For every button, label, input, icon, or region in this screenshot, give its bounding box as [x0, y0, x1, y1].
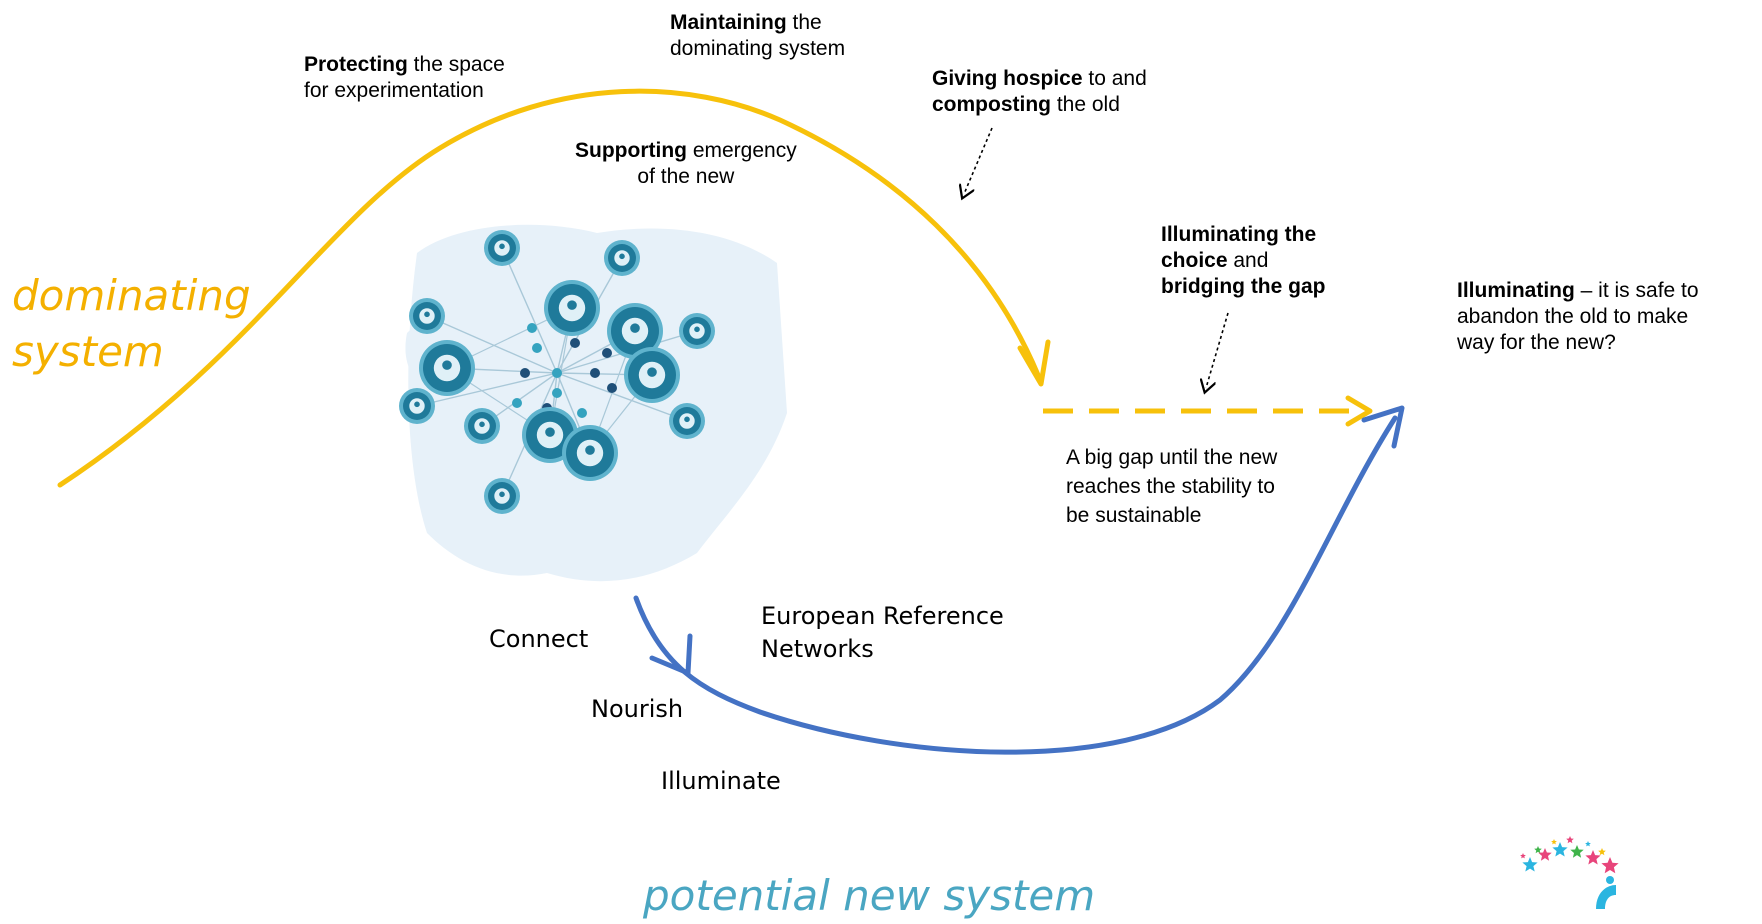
illuminating-safe-line3: way for the new? — [1457, 331, 1616, 354]
illuminating-choice-bold: choice — [1161, 249, 1228, 272]
illuminating-choice-label: Illuminating the choice and bridging the… — [1161, 222, 1325, 300]
network-link — [556, 372, 688, 422]
new-curve-mid-arrowhead — [649, 633, 693, 676]
composting-bold: composting — [932, 93, 1051, 116]
logo-star — [1598, 848, 1606, 856]
hospital-icon — [562, 425, 618, 481]
doctor-icon — [522, 407, 578, 463]
giving-hospice-bold: Giving hospice — [932, 67, 1083, 90]
logo-star — [1585, 850, 1601, 865]
illuminating-safe-label: Illuminating – it is safe to abandon the… — [1457, 278, 1699, 356]
nourish-label: Nourish — [591, 695, 684, 723]
logo-star — [1552, 842, 1568, 857]
protecting-bold: Protecting — [304, 53, 408, 76]
maintaining-label: Maintaining the dominating system — [670, 10, 845, 62]
connect-label: Connect — [489, 625, 589, 653]
hospice-pointer-arrow — [964, 127, 993, 194]
ern-line2: Networks — [761, 635, 874, 663]
network-dot — [577, 408, 587, 418]
illuminate-label: Illuminate — [661, 767, 781, 795]
network-dot — [590, 368, 600, 378]
network-dot — [532, 343, 542, 353]
network-dot — [602, 348, 612, 358]
network-dot — [512, 398, 522, 408]
logo-star — [1520, 853, 1526, 859]
illuminating-safe-line2: abandon the old to make — [1457, 305, 1689, 328]
document-icon — [399, 388, 435, 424]
choice-pointer-arrow — [1206, 312, 1229, 388]
ern-network-map — [399, 224, 787, 582]
network-dot — [607, 383, 617, 393]
medical-kit-icon — [669, 403, 705, 439]
network-link — [426, 315, 558, 374]
giving-hospice-label: Giving hospice to and composting the old — [932, 66, 1147, 118]
microscope-icon — [484, 478, 520, 514]
ern-label: European Reference Networks — [761, 600, 1004, 666]
potential-new-system-label: potential new system — [643, 871, 1096, 920]
microscope-icon — [679, 313, 715, 349]
network-dot — [520, 368, 530, 378]
protecting-label: Protecting the space for experimentation — [304, 52, 505, 104]
stethoscope-icon — [604, 240, 640, 276]
network-dot — [527, 323, 537, 333]
logo-star — [1585, 841, 1591, 847]
stethoscope-icon — [464, 408, 500, 444]
maintaining-line2: dominating system — [670, 37, 846, 60]
logo-star — [1551, 839, 1557, 845]
illuminating-choice-rest: and — [1227, 249, 1269, 272]
big-gap-label: A big gap until the new reaches the stab… — [1066, 443, 1277, 530]
protecting-line2: for experimentation — [304, 79, 484, 102]
person-logo-mark — [1596, 885, 1616, 909]
giving-hospice-rest: to and — [1082, 67, 1147, 90]
logo-star — [1570, 845, 1584, 858]
illuminating-safe-bold: Illuminating — [1457, 279, 1575, 302]
network-dot — [570, 338, 580, 348]
dominating-curve-arrowhead — [1017, 339, 1051, 387]
map-land-shape — [408, 224, 787, 582]
dominating-system-label: dominating system — [12, 268, 251, 380]
europe-map-silhouette — [405, 224, 787, 582]
doctor-icon — [419, 340, 475, 396]
big-gap-line1: A big gap until the new — [1066, 446, 1278, 469]
big-gap-line3: be sustainable — [1066, 504, 1202, 527]
logo-star — [1566, 836, 1574, 844]
dominating-system-line2: system — [12, 327, 164, 376]
document-icon — [484, 230, 520, 266]
supporting-rest: emergency — [686, 139, 797, 162]
illuminating-choice-line1: Illuminating the — [1161, 223, 1317, 246]
gap-dashed-arrowhead — [1345, 395, 1373, 427]
ern-line1: European Reference — [761, 602, 1004, 630]
person-logo-head — [1606, 876, 1614, 884]
logo-star — [1534, 846, 1542, 854]
hospital-icon — [624, 347, 680, 403]
doctor-icon — [544, 280, 600, 336]
stars-and-person-logo — [1520, 836, 1619, 909]
supporting-bold: Supporting — [575, 139, 687, 162]
protecting-rest: the space — [407, 53, 505, 76]
new-curve-end-arrowhead — [1361, 405, 1405, 449]
network-dot — [552, 388, 562, 398]
logo-star — [1601, 857, 1619, 874]
supporting-line2: of the new — [637, 165, 735, 188]
network-link — [501, 247, 558, 374]
network-link — [416, 372, 558, 407]
dominating-system-curve — [57, 88, 1041, 488]
dominating-system-line1: dominating — [12, 271, 251, 320]
logo-star — [1522, 857, 1538, 872]
illuminating-choice-line3: bridging the gap — [1161, 275, 1326, 298]
big-gap-line2: reaches the stability to — [1066, 475, 1275, 498]
new-system-curve — [633, 415, 1398, 755]
composting-rest: the old — [1051, 93, 1120, 116]
supporting-label: Supporting emergency of the new — [575, 138, 797, 190]
logo-star — [1538, 848, 1552, 861]
network-dot — [552, 368, 562, 378]
hospital-icon — [607, 303, 663, 359]
maintaining-bold: Maintaining — [670, 11, 787, 34]
medical-kit-icon — [409, 298, 445, 334]
maintaining-rest: the — [786, 11, 822, 34]
illuminating-safe-rest: – it is safe to — [1574, 279, 1699, 302]
network-nodes — [399, 230, 715, 514]
